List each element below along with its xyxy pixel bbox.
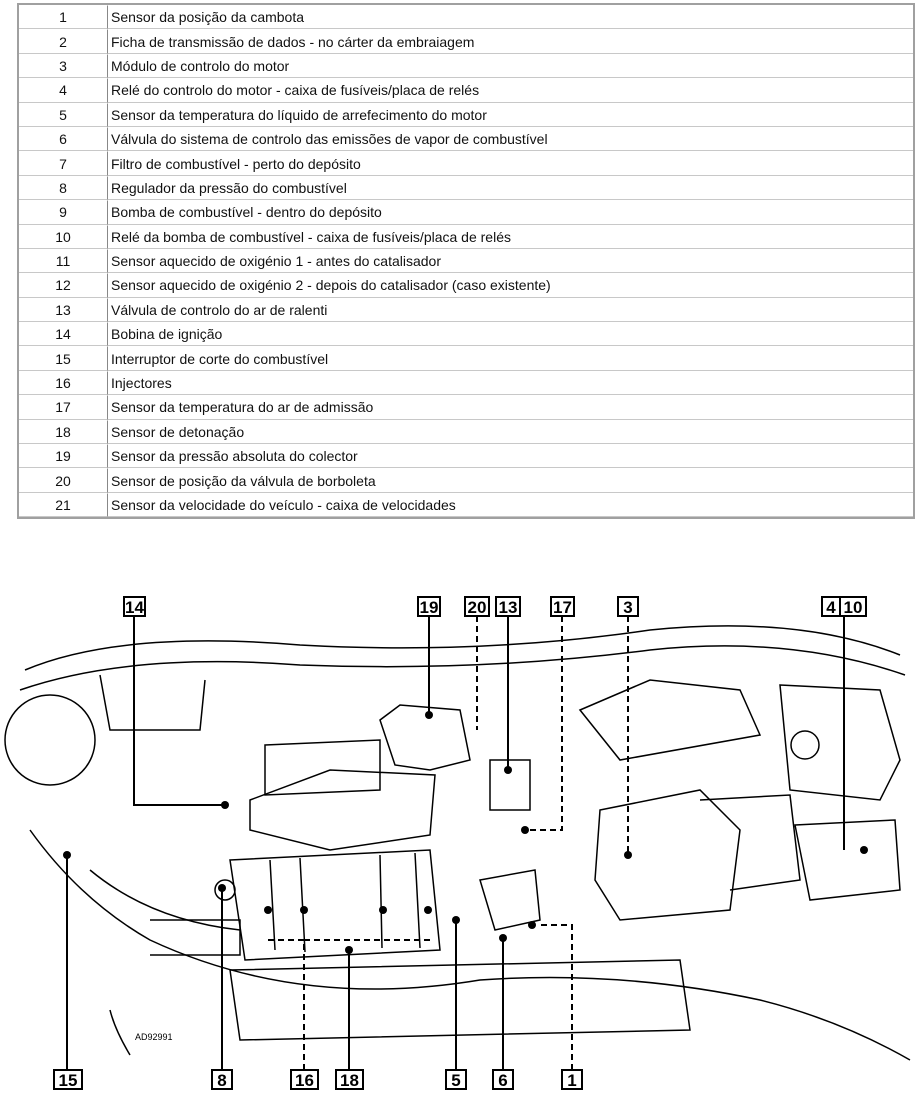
component-number: 17 <box>19 395 108 420</box>
component-description: Válvula de controlo do ar de ralenti <box>108 297 913 323</box>
callout-13: 13 <box>495 596 521 617</box>
callout-5: 5 <box>445 1069 467 1090</box>
component-number: 20 <box>19 468 108 493</box>
component-number: 16 <box>19 370 108 396</box>
svg-text:14: 14 <box>125 598 144 617</box>
engine-outline <box>4 625 911 1061</box>
component-number: 13 <box>19 297 108 323</box>
component-number: 7 <box>19 151 108 176</box>
component-description: Filtro de combustível - perto do depósit… <box>108 151 913 176</box>
component-description: Sensor aquecido de oxigénio 2 - depois d… <box>108 273 913 298</box>
svg-text:15: 15 <box>59 1071 78 1090</box>
engine-bay-diagram: AD92991 14 19 20 13 17 3 4 10 15 8 16 18… <box>4 596 911 1090</box>
callout-8: 8 <box>211 1069 233 1090</box>
component-description: Relé da bomba de combustível - caixa de … <box>108 224 913 249</box>
callout-16: 16 <box>290 1069 319 1090</box>
callout-14: 14 <box>123 596 146 617</box>
svg-text:4: 4 <box>826 598 836 617</box>
component-description: Sensor da temperatura do ar de admissão <box>108 395 913 420</box>
component-description: Sensor da pressão absoluta do colector <box>108 444 913 469</box>
svg-text:6: 6 <box>498 1071 507 1090</box>
component-number: 4 <box>19 78 108 103</box>
callout-17: 17 <box>550 596 575 617</box>
callout-6: 6 <box>492 1069 514 1090</box>
component-description: Sensor aquecido de oxigénio 1 - antes do… <box>108 248 913 274</box>
component-description: Regulador da pressão do combustível <box>108 175 913 201</box>
callout-4: 4 <box>821 596 841 617</box>
component-number: 6 <box>19 126 108 152</box>
component-number: 21 <box>19 492 108 518</box>
callout-19: 19 <box>417 596 441 617</box>
component-number: 2 <box>19 29 108 54</box>
component-number: 11 <box>19 248 108 274</box>
component-number: 10 <box>19 224 108 249</box>
component-number: 8 <box>19 175 108 201</box>
callout-18: 18 <box>335 1069 364 1090</box>
svg-text:5: 5 <box>451 1071 460 1090</box>
svg-text:8: 8 <box>217 1071 226 1090</box>
svg-text:18: 18 <box>340 1071 359 1090</box>
svg-text:10: 10 <box>844 598 863 617</box>
callout-1: 1 <box>561 1069 583 1090</box>
component-description: Módulo de controlo do motor <box>108 53 913 79</box>
component-number: 19 <box>19 444 108 469</box>
component-description: Interruptor de corte do combustível <box>108 346 913 371</box>
svg-text:1: 1 <box>567 1071 576 1090</box>
component-description: Ficha de transmissão de dados - no cárte… <box>108 29 913 54</box>
svg-text:20: 20 <box>468 598 487 617</box>
callout-15: 15 <box>53 1069 83 1090</box>
component-number: 15 <box>19 346 108 371</box>
component-description: Injectores <box>108 370 913 396</box>
callout-10: 10 <box>839 596 867 617</box>
component-description: Sensor de detonação <box>108 419 913 445</box>
svg-text:3: 3 <box>623 598 632 617</box>
svg-text:13: 13 <box>499 598 518 617</box>
component-description: Sensor da temperatura do líquido de arre… <box>108 102 913 127</box>
component-number: 9 <box>19 200 108 225</box>
leader-lines <box>63 616 868 1070</box>
component-description: Sensor da velocidade do veículo - caixa … <box>108 492 913 518</box>
component-number: 12 <box>19 273 108 298</box>
callout-3: 3 <box>617 596 639 617</box>
svg-text:19: 19 <box>420 598 439 617</box>
component-number: 5 <box>19 102 108 127</box>
svg-text:17: 17 <box>553 598 572 617</box>
component-number: 18 <box>19 419 108 445</box>
component-description: Bomba de combustível - dentro do depósit… <box>108 200 913 225</box>
component-description: Válvula do sistema de controlo das emiss… <box>108 126 913 152</box>
component-description: Sensor de posição da válvula de borbolet… <box>108 468 913 493</box>
callout-20: 20 <box>464 596 490 617</box>
svg-text:16: 16 <box>295 1071 314 1090</box>
component-number: 14 <box>19 322 108 347</box>
drawing-code: AD92991 <box>135 1032 173 1042</box>
component-number: 1 <box>19 5 108 30</box>
component-description: Relé do controlo do motor - caixa de fus… <box>108 78 913 103</box>
component-description: Sensor da posição da cambota <box>108 5 913 30</box>
component-description: Bobina de ignição <box>108 322 913 347</box>
component-number: 3 <box>19 53 108 79</box>
